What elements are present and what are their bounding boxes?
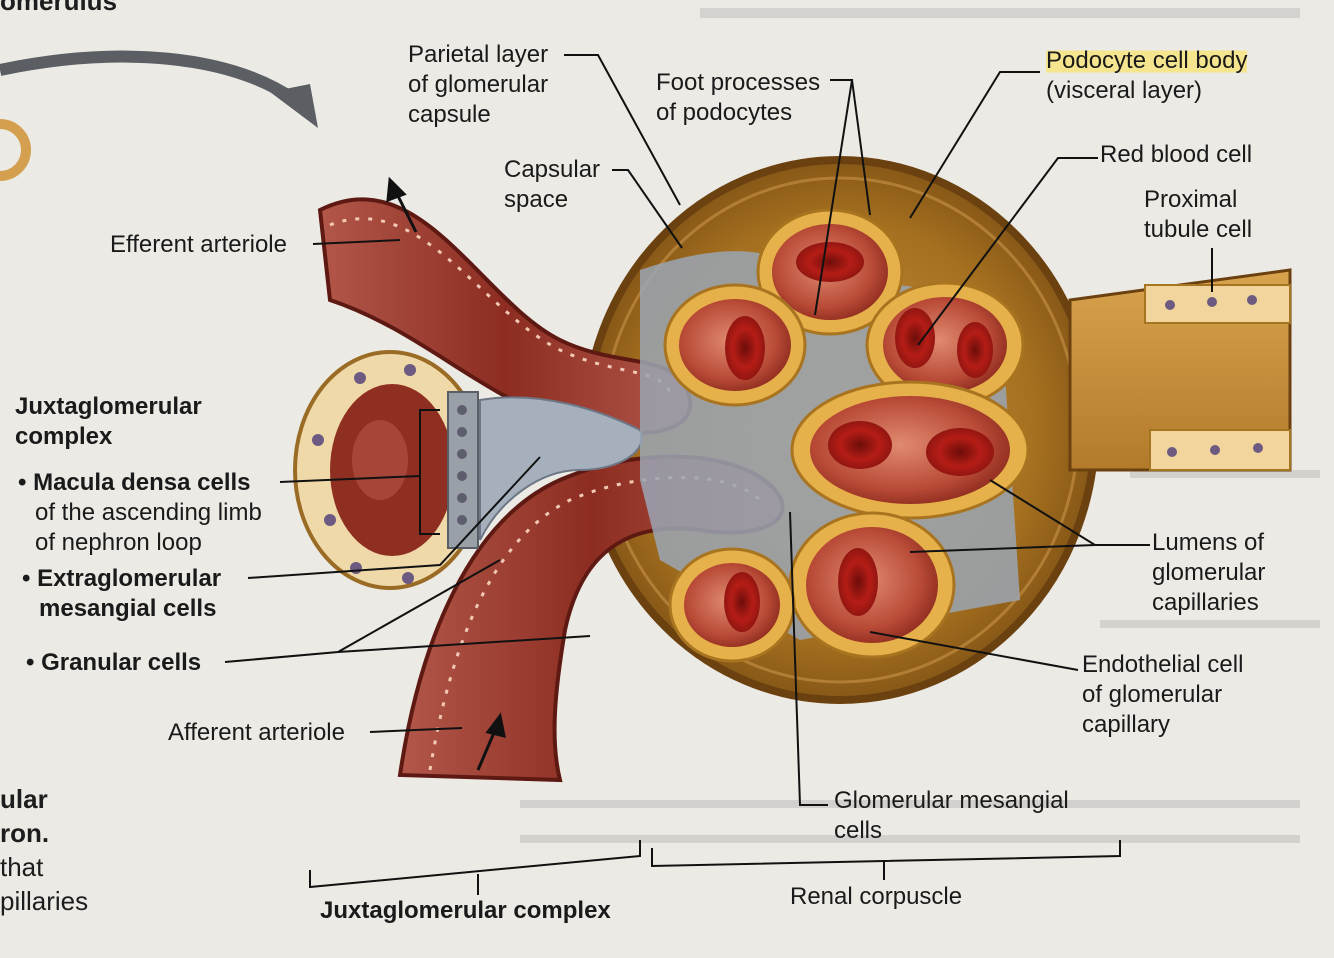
margin-fragment-left: ular ron. that pillaries <box>0 782 88 918</box>
label-line: capillary <box>1082 711 1171 738</box>
label-granular-cells: • Granular cells <box>26 649 202 676</box>
label-line: of glomerular <box>408 71 549 98</box>
label-lumens: Lumens of glomerular capillaries <box>1152 528 1265 618</box>
label-line: capsule <box>408 101 491 128</box>
leader-lines <box>224 54 1213 895</box>
label-line: glomerular <box>1152 559 1266 586</box>
label-line: of podocytes <box>656 99 793 126</box>
label-line: cells <box>834 817 883 844</box>
label-line: Parietal layer <box>408 41 549 68</box>
label-red-blood-cell: Red blood cell <box>1100 141 1253 168</box>
label-capsular-space: Capsular space <box>504 155 600 215</box>
label-line: complex <box>15 423 113 450</box>
label-line: (visceral layer) <box>1046 77 1203 104</box>
margin-fragment-top: omerulus <box>0 0 118 16</box>
label-glomerular-mesangial: Glomerular mesangial cells <box>834 786 1069 846</box>
label-macula-densa: • Macula densa cells of the ascending li… <box>18 468 262 558</box>
label-line: Glomerular mesangial <box>834 787 1069 814</box>
label-line: Capsular <box>504 156 601 183</box>
margin-line: pillaries <box>0 886 89 916</box>
label-line: of the ascending limb <box>35 499 262 526</box>
label-line: mesangial cells <box>39 595 217 622</box>
label-extraglomerular-mesangial: • Extraglomerular mesangial cells <box>22 564 221 624</box>
label-line: Endothelial cell <box>1082 651 1244 678</box>
margin-line: ron. <box>0 818 50 848</box>
label-line: Podocyte cell body <box>1046 46 1248 76</box>
margin-line: ular <box>0 784 48 814</box>
label-line: of nephron loop <box>35 529 202 556</box>
label-line: Lumens of <box>1152 529 1265 556</box>
label-juxtaglomerular-heading: Juxtaglomerular complex <box>15 392 202 452</box>
label-endothelial-cell: Endothelial cell of glomerular capillary <box>1082 650 1243 740</box>
label-afferent-arteriole: Afferent arteriole <box>168 719 345 746</box>
flow-arrow-icon <box>386 176 506 771</box>
label-line: • Extraglomerular <box>22 565 222 592</box>
label-efferent-arteriole: Efferent arteriole <box>110 231 287 258</box>
label-line: • Macula densa cells <box>18 469 251 496</box>
label-line: tubule cell <box>1144 216 1253 243</box>
curved-arrow-icon <box>0 50 318 181</box>
label-juxtaglomerular-complex-bottom: Juxtaglomerular complex <box>320 897 611 924</box>
label-line: Foot processes <box>656 69 821 96</box>
label-line: Juxtaglomerular <box>15 393 202 420</box>
proximal-tubule <box>1068 268 1292 472</box>
label-proximal-tubule-cell: Proximal tubule cell <box>1144 185 1252 245</box>
margin-line: that <box>0 852 44 882</box>
label-podocyte-cell-body: Podocyte cell body (visceral layer) <box>1046 46 1248 106</box>
label-foot-processes: Foot processes of podocytes <box>656 68 820 128</box>
label-parietal-layer: Parietal layer of glomerular capsule <box>408 40 548 130</box>
label-renal-corpuscle: Renal corpuscle <box>790 883 963 910</box>
label-line: space <box>504 186 569 213</box>
glomerular-capillaries <box>663 208 1030 663</box>
label-line: capillaries <box>1152 589 1259 616</box>
distal-tubule-ring <box>293 350 487 590</box>
label-line: of glomerular <box>1082 681 1223 708</box>
label-line: Proximal <box>1144 186 1238 213</box>
